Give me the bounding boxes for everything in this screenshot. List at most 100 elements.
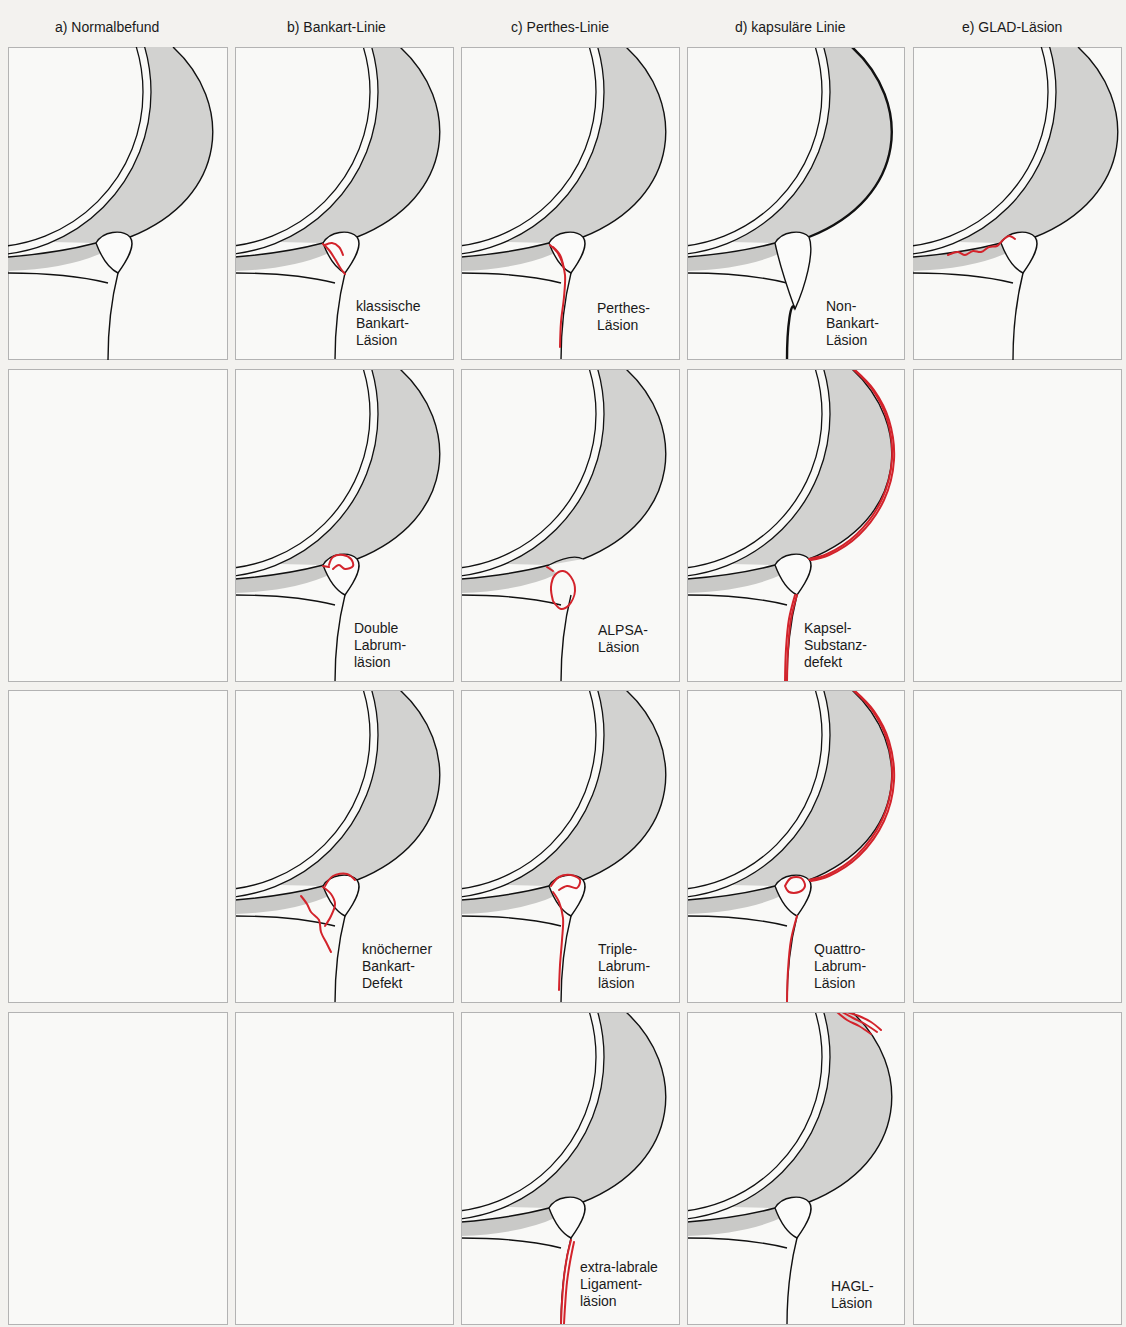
panel-frame bbox=[688, 370, 905, 682]
head-cartilage bbox=[52, 0, 378, 255]
humeral-head bbox=[286, 580, 596, 890]
joint-capsule-space bbox=[279, 690, 440, 886]
glenoid-bone-line bbox=[461, 273, 561, 283]
humeral-head bbox=[512, 580, 822, 890]
capsule-lower-line bbox=[335, 595, 345, 682]
glenoid-cartilage bbox=[687, 243, 783, 271]
joint-capsule-space bbox=[731, 1012, 892, 1208]
lesion-line bbox=[547, 567, 553, 571]
glenoid-surface bbox=[461, 1208, 549, 1222]
panel-frame bbox=[462, 691, 680, 1003]
panel bbox=[504, 0, 905, 360]
panel-frame bbox=[914, 370, 1122, 682]
joint-capsule-space bbox=[957, 47, 1118, 243]
labrum bbox=[775, 875, 811, 916]
panel bbox=[278, 0, 680, 360]
glenoid-bone-line bbox=[913, 273, 1013, 283]
lesion-line bbox=[323, 566, 329, 567]
head-cartilage bbox=[504, 0, 830, 255]
humeral-head bbox=[286, 902, 596, 1212]
capsule-lower-line bbox=[787, 1238, 797, 1325]
glenoid-cartilage bbox=[235, 886, 331, 914]
glenoid-cartilage bbox=[687, 1208, 783, 1236]
head-cartilage bbox=[0, 0, 151, 255]
humeral-head bbox=[0, 0, 143, 247]
lesion-panel: Kapsel- Substanz- defekt bbox=[687, 369, 905, 682]
capsule-lower-line bbox=[787, 916, 797, 1003]
lesion-line bbox=[325, 874, 355, 886]
lesion-line bbox=[551, 875, 580, 890]
glenoid-bone-line bbox=[235, 595, 335, 605]
humeral-head bbox=[60, 580, 370, 890]
panel-frame bbox=[236, 48, 454, 360]
panel-frame bbox=[9, 48, 228, 360]
labrum bbox=[775, 1197, 811, 1238]
humeral-head bbox=[60, 259, 370, 569]
glenoid-bone-line bbox=[687, 1238, 787, 1248]
lesion-panel: Non- Bankart- Läsion bbox=[687, 47, 905, 360]
panel bbox=[0, 0, 228, 360]
humeral-head bbox=[286, 259, 596, 569]
panel bbox=[9, 1013, 228, 1325]
panel-frame bbox=[688, 691, 905, 1003]
lesion-panel: Quattro- Labrum- Läsion bbox=[687, 690, 905, 1003]
head-cartilage bbox=[52, 572, 378, 898]
head-cartilage bbox=[504, 251, 830, 577]
column-header: d) kapsuläre Linie bbox=[735, 19, 846, 36]
lesion-line bbox=[948, 236, 1015, 255]
panel-frame bbox=[236, 370, 454, 682]
panel bbox=[9, 691, 228, 1003]
glenoid-cartilage bbox=[461, 886, 557, 914]
glenoid-cartilage bbox=[461, 1208, 557, 1236]
column-header: e) GLAD-Läsion bbox=[962, 19, 1062, 36]
lesion-label: Perthes- Läsion bbox=[597, 300, 653, 334]
glenoid-cartilage bbox=[8, 243, 104, 271]
column-header: c) Perthes-Linie bbox=[511, 19, 609, 36]
glenoid-cartilage bbox=[235, 243, 331, 271]
glenoid-surface bbox=[461, 565, 549, 579]
panel bbox=[52, 572, 454, 1003]
glenoid-bone-line bbox=[461, 595, 561, 605]
panel bbox=[914, 691, 1122, 1003]
humeral-head bbox=[512, 259, 822, 569]
lesion-label: ALPSA- Läsion bbox=[598, 622, 651, 656]
panel bbox=[278, 251, 680, 682]
glenoid-surface bbox=[687, 1208, 775, 1222]
head-cartilage bbox=[504, 894, 830, 1220]
head-cartilage bbox=[278, 0, 604, 255]
glenoid-cartilage bbox=[461, 243, 557, 271]
humeral-head bbox=[286, 0, 596, 247]
panel-frame bbox=[9, 1013, 228, 1325]
lesion-panel: HAGL- Läsion bbox=[687, 1012, 905, 1325]
lesion-label: Kapsel- Substanz- defekt bbox=[804, 620, 871, 671]
glenoid-bone-line bbox=[461, 1238, 561, 1248]
glenoid-surface bbox=[235, 565, 323, 579]
glenoid-bone-line bbox=[687, 916, 787, 926]
capsule-lower-line bbox=[787, 306, 795, 360]
panel bbox=[278, 894, 680, 1325]
lesion-label: Triple- Labrum- läsion bbox=[598, 941, 654, 992]
glenoid-surface bbox=[235, 886, 323, 900]
lesion-label: HAGL- Läsion bbox=[831, 1278, 877, 1312]
glenoid-surface bbox=[461, 886, 549, 900]
joint-capsule-space bbox=[731, 690, 892, 886]
capsule-lower-line bbox=[1013, 273, 1023, 360]
lesion-panel: extra-labrale Ligament- läsion bbox=[461, 1012, 680, 1325]
lesion-line bbox=[785, 877, 805, 893]
panel bbox=[278, 572, 680, 1003]
column-header: a) Normalbefund bbox=[55, 19, 159, 36]
panel-frame bbox=[914, 1013, 1122, 1325]
lesion-line bbox=[323, 887, 335, 926]
panel-frame bbox=[462, 48, 680, 360]
lesion-panel: Double Labrum- läsion bbox=[235, 369, 454, 682]
lesion-line bbox=[847, 1012, 881, 1030]
lesion-line bbox=[325, 243, 343, 255]
glenoid-cartilage bbox=[461, 565, 557, 593]
panel-frame bbox=[462, 1013, 680, 1325]
lesion-line bbox=[550, 245, 565, 347]
capsule-lower-line bbox=[108, 273, 118, 360]
labrum bbox=[549, 232, 585, 273]
labrum bbox=[323, 554, 359, 595]
lesion-label: extra-labrale Ligament- läsion bbox=[580, 1259, 661, 1310]
